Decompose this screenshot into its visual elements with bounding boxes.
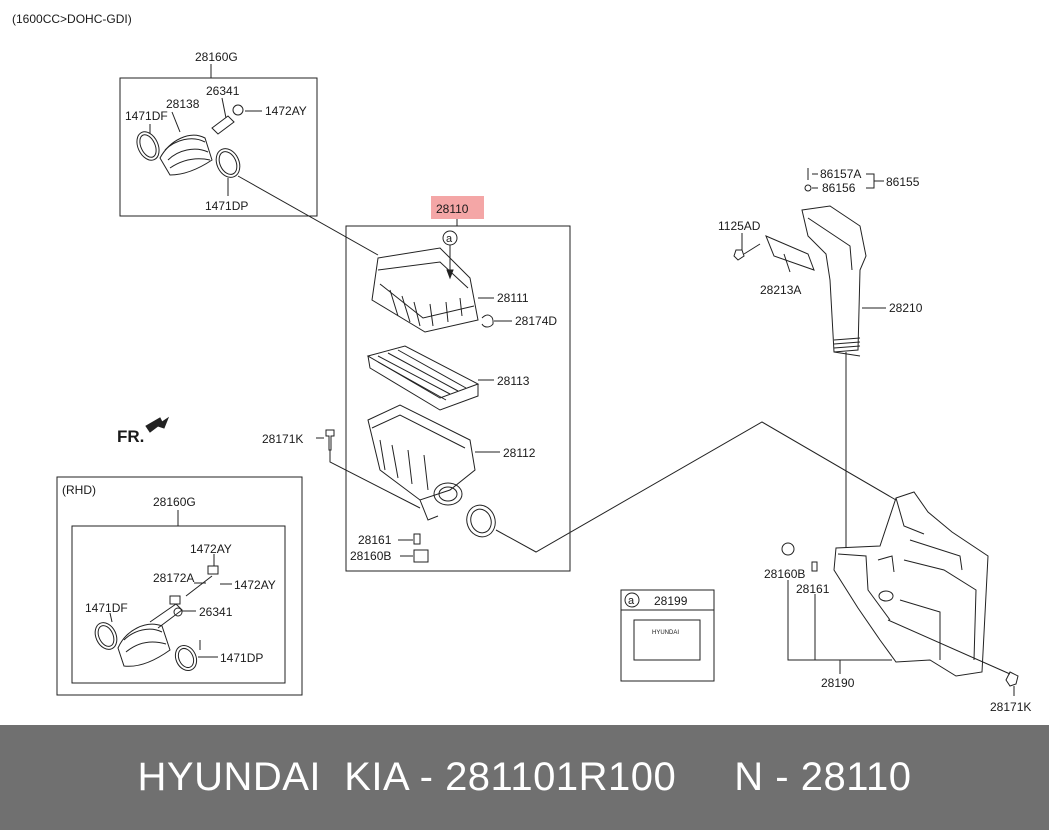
- engine-spec-label: (1600CC>DOHC-GDI): [12, 12, 132, 26]
- legend-28199-label: 28199: [654, 594, 688, 608]
- hose-assembly-icon: [136, 104, 244, 178]
- label-28199-icon: [633, 619, 701, 661]
- label-28160g: 28160G: [195, 50, 238, 64]
- label-brand-text: HYUNDAI: [652, 630, 679, 636]
- label-rhd-26341: 26341: [199, 605, 233, 619]
- legend-callout-a-marker: [624, 592, 640, 608]
- label-26341: 26341: [206, 84, 240, 98]
- resonator-body-icon: [833, 491, 989, 677]
- footer-sep2: -: [763, 755, 801, 799]
- label-28111: 28111: [497, 291, 529, 305]
- label-1471dp: 1471DP: [205, 199, 248, 213]
- label-rhd-1472ay-right: 1472AY: [234, 578, 276, 592]
- label-28174d: 28174D: [515, 314, 557, 328]
- air-cleaner-body-icon: [367, 404, 476, 521]
- footer-brand: HYUNDAI KIA: [137, 755, 409, 799]
- bolt-28171k-left-icon: [325, 429, 335, 451]
- label-86156: 86156: [822, 181, 856, 195]
- part-number-footer: HYUNDAI KIA - 281101R100 N - 28110: [0, 725, 1049, 830]
- footer-text: HYUNDAI KIA - 281101R100 N - 28110: [138, 755, 912, 800]
- grommet-28160b-left-icon: [413, 549, 429, 563]
- label-28113: 28113: [497, 374, 530, 388]
- callout-a-text: a: [446, 233, 453, 245]
- bracket-28213a-icon: [765, 235, 815, 271]
- label-28160b-left: 28160B: [350, 549, 391, 563]
- assembly-28110-box: [345, 225, 571, 572]
- label-1471df: 1471DF: [125, 109, 168, 123]
- label-28213a: 28213A: [760, 283, 801, 297]
- legend-a-text: a: [628, 595, 635, 607]
- label-rhd-1471dp: 1471DP: [220, 651, 263, 665]
- footer-sep1: -: [408, 755, 446, 799]
- label-rhd-28172a: 28172A: [153, 571, 194, 585]
- rhd-label: (RHD): [62, 483, 96, 497]
- pin-28161-right-icon: [811, 561, 818, 572]
- label-1125ad: 1125AD: [718, 219, 761, 233]
- label-28171k-right: 28171K: [990, 700, 1031, 714]
- pin-28161-left-icon: [413, 533, 421, 545]
- label-86157a: 86157A: [820, 167, 861, 181]
- label-rhd-28160g: 28160G: [153, 495, 196, 509]
- highlight-28110: [431, 196, 484, 219]
- label-28190: 28190: [821, 676, 855, 690]
- front-label: FR.: [117, 427, 144, 446]
- air-filter-icon: [366, 345, 480, 411]
- seal-ring-icon: [466, 504, 496, 538]
- grommet-28160b-right-icon: [781, 542, 795, 556]
- label-28171k-left: 28171K: [262, 432, 303, 446]
- rhd-outer-box: [56, 476, 303, 696]
- footer-prefix: N: [734, 755, 764, 799]
- clip-28174d-icon: [481, 314, 494, 328]
- label-86155: 86155: [886, 175, 920, 189]
- parts-diagram: (1600CC>DOHC-GDI) 28160G 26341 28138 147…: [12, 12, 1031, 714]
- label-28160b-right: 28160B: [764, 567, 805, 581]
- intake-duct-icon: [801, 205, 867, 357]
- label-1472ay: 1472AY: [265, 104, 307, 118]
- label-rhd-1471df: 1471DF: [85, 601, 128, 615]
- footer-code: 28110: [800, 755, 912, 799]
- footer-gap: [676, 755, 734, 799]
- air-cleaner-cover-icon: [371, 247, 479, 333]
- footer-part-number: 281101R100: [445, 755, 677, 799]
- label-28210: 28210: [889, 301, 923, 315]
- label-28112: 28112: [503, 446, 536, 460]
- label-28161-left: 28161: [358, 533, 392, 547]
- bolt-1125ad-icon: [733, 249, 745, 261]
- bolt-28171k-right-icon: [1005, 671, 1019, 687]
- label-rhd-1472ay-top: 1472AY: [190, 542, 232, 556]
- label-28110: 28110: [436, 202, 469, 216]
- group-28160g-box: [119, 77, 318, 217]
- legend-28199-box: [620, 589, 715, 682]
- label-28138: 28138: [166, 97, 200, 111]
- rhd-hose-assembly-icon: [94, 565, 219, 672]
- front-arrow-icon: [145, 416, 170, 433]
- label-28161-right: 28161: [796, 582, 830, 596]
